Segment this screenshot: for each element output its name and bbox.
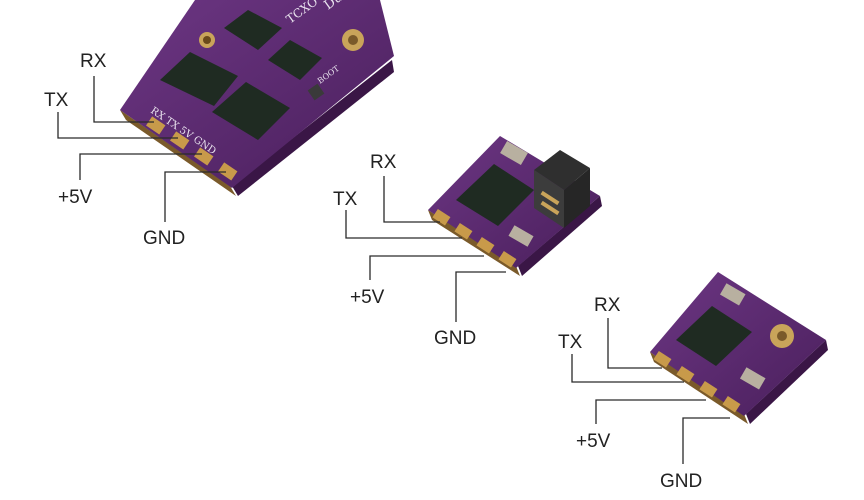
leader-gnd-2 [455, 271, 506, 322]
crystal [719, 283, 746, 306]
label-5v-3: +5V [576, 431, 611, 452]
leader-5v-1 [79, 153, 202, 180]
board-edge [650, 352, 748, 424]
label-5v-2: +5V [350, 287, 385, 308]
board-small [650, 272, 828, 424]
label-gnd-1: GND [143, 228, 186, 249]
leader-gnd-3 [682, 417, 730, 464]
chip [676, 306, 752, 366]
leader-tx-2 [345, 210, 462, 239]
pin-pads [146, 116, 238, 181]
label-rx-3: RX [594, 295, 621, 316]
label-tx-1: TX [44, 90, 69, 111]
leader-rx-2 [383, 176, 440, 223]
label-rx-1: RX [80, 51, 107, 72]
label-tx-3: TX [558, 332, 583, 353]
board-medium [428, 136, 602, 276]
chip [268, 40, 322, 80]
chip [456, 164, 534, 226]
crystal [739, 367, 766, 390]
label-rx-2: RX [370, 152, 397, 173]
crystal [500, 140, 528, 166]
chip [212, 82, 290, 140]
board-edge [428, 210, 520, 276]
boot-button [307, 83, 325, 101]
chip [224, 10, 282, 50]
crystal [508, 225, 534, 247]
board-edge-right [746, 340, 828, 424]
leader-5v-3 [595, 399, 706, 424]
chip [160, 52, 238, 106]
board-edge-right [518, 196, 602, 276]
board-dual: Dual TCXO BOOT RX TX 5V GND [120, 0, 394, 196]
label-tx-2: TX [333, 189, 358, 210]
callout-lines [57, 76, 730, 464]
leader-rx-1 [93, 76, 154, 123]
board-edge-right [232, 60, 394, 196]
leader-rx-3 [607, 318, 662, 369]
leader-tx-3 [571, 354, 684, 383]
label-5v-1: +5V [58, 187, 93, 208]
pin-pads [432, 208, 517, 268]
antenna-connector [534, 150, 590, 228]
pin-pads [653, 350, 741, 413]
leader-gnd-1 [164, 171, 226, 222]
label-gnd-2: GND [434, 328, 477, 349]
label-gnd-3: GND [660, 471, 703, 492]
board-edge [120, 110, 236, 196]
leader-tx-1 [57, 112, 178, 139]
leader-5v-2 [369, 255, 484, 280]
